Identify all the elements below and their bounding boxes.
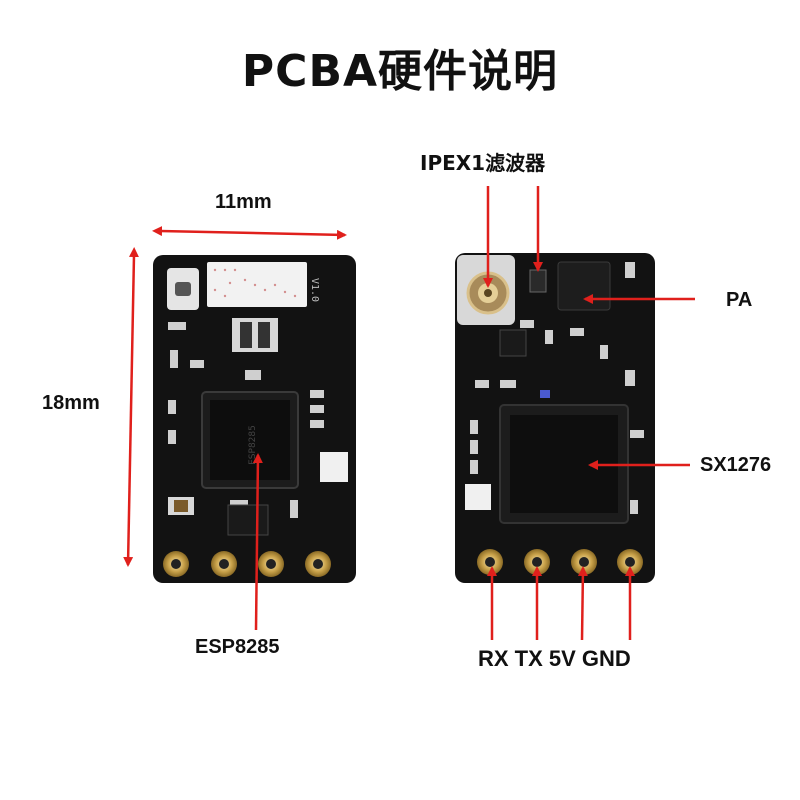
ipex-filter-label: IPEX1滤波器 [420,151,546,175]
width-label: 11mm [215,191,272,213]
5v-pin-arrow [577,566,588,641]
silkscreen-text: V1.0 [309,278,320,302]
back-pads [477,549,643,575]
esp8285-label: ESP8285 [195,636,280,658]
width-dimension-arrow [152,226,347,240]
pa-chip [557,261,611,311]
height-dimension-arrow [123,247,139,567]
front-pads [163,551,331,577]
filter-chip [529,269,547,293]
page-title: PCBA硬件说明 [241,46,559,97]
sx1276-label: SX1276 [700,454,772,476]
pa-label: PA [726,289,753,311]
height-label: 18mm [42,392,100,414]
front-board: ESP8285 V1.0 [153,255,356,583]
ceramic-antenna [207,262,307,307]
pins-label: RX TX 5V GND [478,646,631,671]
svg-text:ESP8285: ESP8285 [248,425,258,465]
esp8285-arrow [252,453,263,631]
back-board [455,253,655,583]
